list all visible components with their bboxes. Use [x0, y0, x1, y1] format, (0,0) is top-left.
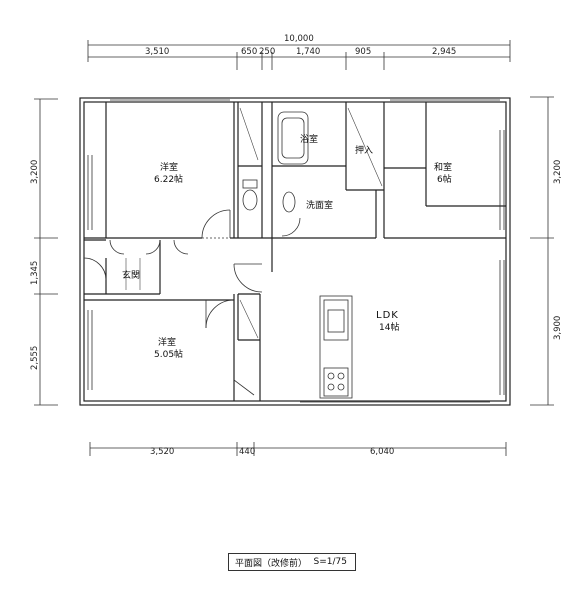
bathroom-label: 浴室: [300, 133, 318, 145]
bedroom-lower-name: 洋室: [158, 336, 176, 348]
closet-label: 押入: [355, 144, 373, 156]
toilet: [242, 189, 258, 211]
closet-marks: [125, 107, 383, 339]
stove: [323, 367, 349, 397]
dim-right-2: 3,900: [553, 316, 563, 340]
kitchen-counter: [319, 295, 353, 399]
dim-left-1: 3,200: [30, 160, 40, 184]
washbasin: [282, 191, 296, 213]
japanese-room-size: 6帖: [437, 173, 452, 185]
dim-top-3: 250: [259, 47, 275, 57]
dim-bottom-1: 3,520: [150, 447, 174, 457]
walls: [79, 97, 511, 406]
dim-bottom-2: 440: [239, 447, 255, 457]
ldk-name: LDK: [376, 310, 399, 321]
ldk-size: 14帖: [379, 321, 399, 333]
bedroom-upper-size: 6.22帖: [154, 173, 183, 185]
dim-left-3: 2,555: [30, 346, 40, 370]
caption-title: 平面図（改修前）: [235, 558, 308, 569]
japanese-room-name: 和室: [434, 161, 452, 173]
washroom-label: 洗面室: [306, 199, 333, 211]
bedroom-lower-size: 5.05帖: [154, 348, 183, 360]
dim-top-1: 3,510: [145, 47, 169, 57]
dimension-lines: [34, 40, 554, 456]
doors: [83, 209, 301, 396]
fixtures: [242, 111, 353, 399]
bathtub: [277, 111, 309, 165]
dim-top-2: 650: [241, 47, 257, 57]
caption-box: 平面図（改修前） S=1/75: [228, 553, 356, 571]
bedroom-upper-name: 洋室: [160, 161, 178, 173]
entrance-label: 玄関: [122, 269, 140, 281]
dim-top-5: 905: [355, 47, 371, 57]
windows: [87, 99, 505, 403]
dim-left-2: 1,345: [30, 261, 40, 285]
kitchen-sink: [323, 299, 349, 341]
dim-bottom-3: 6,040: [370, 447, 394, 457]
dim-top-6: 2,945: [432, 47, 456, 57]
dim-top-total: 10,000: [284, 34, 314, 44]
dim-right-1: 3,200: [553, 160, 563, 184]
dim-top-4: 1,740: [296, 47, 320, 57]
caption-scale: S=1/75: [313, 557, 347, 567]
